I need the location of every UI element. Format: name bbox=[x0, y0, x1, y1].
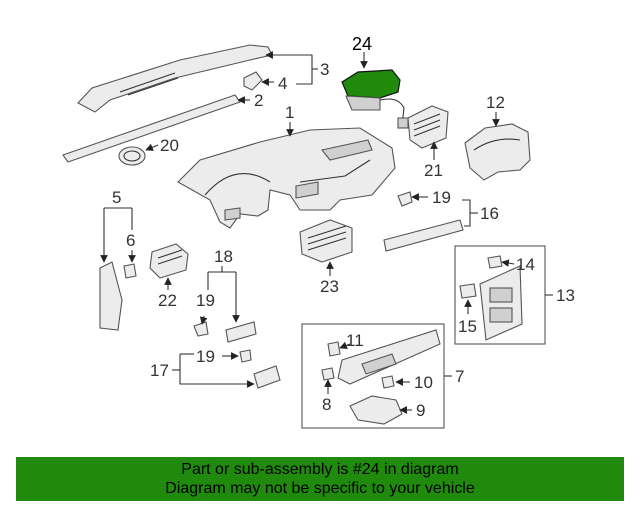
callout-22: 22 bbox=[158, 291, 177, 310]
part-13-bezel[interactable] bbox=[479, 265, 523, 341]
part-5-side-panel[interactable] bbox=[99, 261, 123, 331]
banner-line-2: Diagram may not be specific to your vehi… bbox=[165, 480, 475, 497]
callout-14: 14 bbox=[516, 255, 535, 274]
callout-6: 6 bbox=[126, 231, 135, 250]
callout-7: 7 bbox=[455, 367, 464, 386]
part-18-bracket[interactable] bbox=[225, 321, 257, 343]
callout-5: 5 bbox=[112, 188, 121, 207]
callout-20: 20 bbox=[160, 136, 179, 155]
callout-15: 15 bbox=[458, 317, 477, 336]
part-21-vent[interactable] bbox=[407, 105, 449, 149]
callout-1: 1 bbox=[285, 103, 294, 122]
callout-13: 13 bbox=[556, 286, 575, 305]
leader-lines bbox=[100, 51, 553, 414]
info-banner: Part or sub-assembly is #24 in diagram D… bbox=[16, 457, 624, 501]
part-10-clip[interactable] bbox=[381, 375, 395, 389]
callout-19-mid: 19 bbox=[196, 291, 215, 310]
callout-19-low: 19 bbox=[196, 347, 215, 366]
callout-11: 11 bbox=[346, 331, 364, 350]
part-24-airbag[interactable] bbox=[341, 69, 409, 129]
part-19-clip-top[interactable] bbox=[397, 191, 413, 207]
part-20-cover[interactable] bbox=[118, 146, 146, 166]
callout-2: 2 bbox=[254, 91, 263, 110]
callout-labels: 3 4 2 20 1 24 21 12 19 16 5 6 22 23 18 1… bbox=[112, 34, 575, 420]
banner-line-1: Part or sub-assembly is #24 in diagram bbox=[181, 461, 459, 478]
part-22-vent[interactable] bbox=[149, 243, 189, 279]
part-19-clip-mid[interactable] bbox=[193, 321, 209, 337]
callout-17: 17 bbox=[150, 361, 169, 380]
callout-9: 9 bbox=[416, 401, 425, 420]
part-7-lower-panel[interactable] bbox=[337, 329, 441, 385]
part-9-duct[interactable] bbox=[349, 395, 403, 425]
callout-12: 12 bbox=[486, 93, 505, 112]
part-4-clip[interactable] bbox=[243, 71, 263, 91]
callout-10: 10 bbox=[414, 373, 433, 392]
part-8-clip[interactable] bbox=[321, 367, 335, 381]
callout-23: 23 bbox=[320, 277, 339, 296]
callout-24: 24 bbox=[352, 34, 372, 54]
part-23-center-vent[interactable] bbox=[299, 219, 353, 263]
callout-19-top: 19 bbox=[432, 188, 451, 207]
part-17-bracket[interactable] bbox=[253, 365, 281, 389]
part-3-defroster-panel[interactable] bbox=[77, 44, 273, 113]
part-14-knob[interactable] bbox=[487, 255, 503, 269]
part-16-trim-strip[interactable] bbox=[383, 219, 464, 252]
part-19-clip-low[interactable] bbox=[239, 349, 252, 363]
part-6-clip[interactable] bbox=[123, 263, 137, 279]
part-15-switch[interactable] bbox=[459, 283, 477, 299]
callout-3: 3 bbox=[320, 60, 329, 79]
callout-4: 4 bbox=[278, 74, 287, 93]
part-1-instrument-panel[interactable] bbox=[177, 127, 396, 229]
parts-diagram: 3 4 2 20 1 24 21 12 19 16 5 6 22 23 18 1… bbox=[62, 34, 575, 429]
callout-16: 16 bbox=[480, 204, 499, 223]
callout-8: 8 bbox=[322, 395, 331, 414]
part-11-clip[interactable] bbox=[327, 341, 341, 357]
part-12-cluster-housing[interactable] bbox=[464, 123, 531, 181]
callout-18: 18 bbox=[214, 247, 233, 266]
callout-21: 21 bbox=[424, 161, 443, 180]
